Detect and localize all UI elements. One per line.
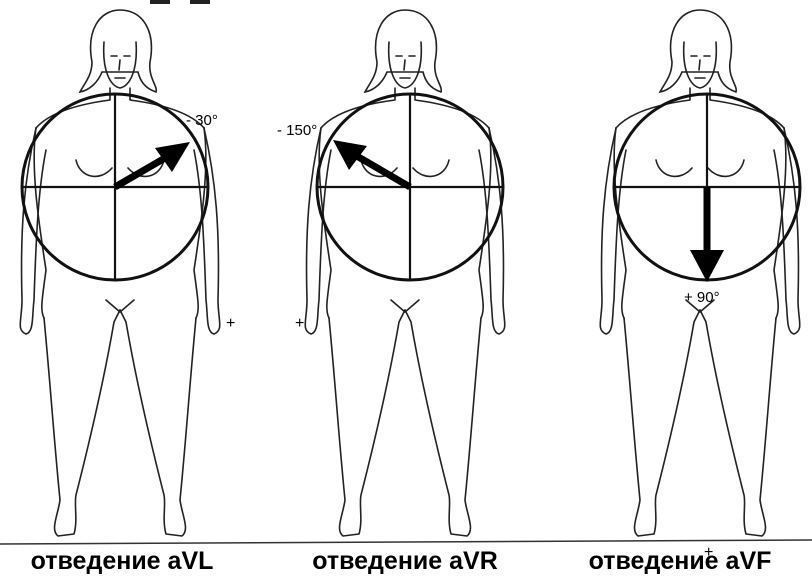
plus-marker: +	[226, 315, 235, 332]
angle-label: + 90°	[684, 289, 720, 306]
angle-label: - 150°	[277, 122, 317, 139]
angle-label: - 30°	[186, 112, 218, 129]
ground-line	[0, 540, 812, 544]
female-figure	[305, 10, 505, 536]
lead-vector-arrow	[690, 187, 724, 282]
lead-vector-arrow	[115, 142, 190, 187]
female-figure	[600, 10, 800, 536]
lead-vector-arrow	[333, 140, 410, 187]
plus-marker: +	[295, 315, 304, 332]
caption-avf: отведение aVF	[545, 547, 812, 576]
panel-avf: + 90° +	[600, 10, 800, 561]
caption-avl: отведение aVL	[0, 547, 257, 576]
caption-avr: отведение aVR	[270, 547, 540, 576]
female-figure	[20, 10, 220, 536]
panel-avr: - 150° +	[277, 10, 505, 536]
panel-avl: - 30° +	[20, 10, 235, 536]
